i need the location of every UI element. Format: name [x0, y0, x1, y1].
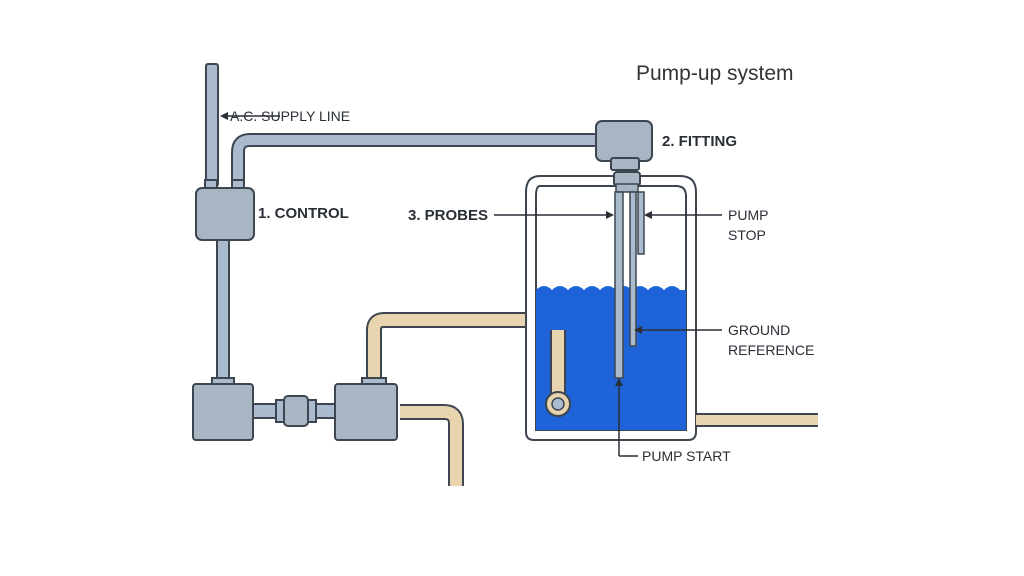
control-box [195, 179, 255, 241]
water [536, 286, 686, 430]
ac-supply-conduit [205, 63, 219, 187]
pump [334, 377, 398, 441]
label-probes: 3. PROBES [408, 207, 488, 224]
label-fitting: 2. FITTING [662, 133, 737, 150]
discharge-pipe [400, 404, 464, 486]
control-to-motor-conduit [216, 237, 230, 385]
label-pump-start: PUMP START [642, 448, 731, 464]
probe-ground [629, 191, 637, 347]
label-control: 1. CONTROL [258, 205, 349, 222]
diagram-title: Pump-up system [636, 62, 794, 85]
motor [192, 377, 254, 441]
fitting [595, 120, 653, 171]
label-ground-line2: REFERENCE [728, 342, 814, 358]
shaft-coupling [252, 395, 338, 427]
label-ac-supply-line: A.C. SUPPLY LINE [230, 108, 350, 124]
probe-start [614, 191, 624, 379]
leader-lines [220, 112, 722, 457]
probe-stop [637, 191, 645, 255]
label-pump-stop-line1: PUMP [728, 207, 768, 223]
label-ground-line1: GROUND [728, 322, 790, 338]
label-pump-stop-line2: STOP [728, 227, 766, 243]
probe-assembly [613, 171, 641, 193]
